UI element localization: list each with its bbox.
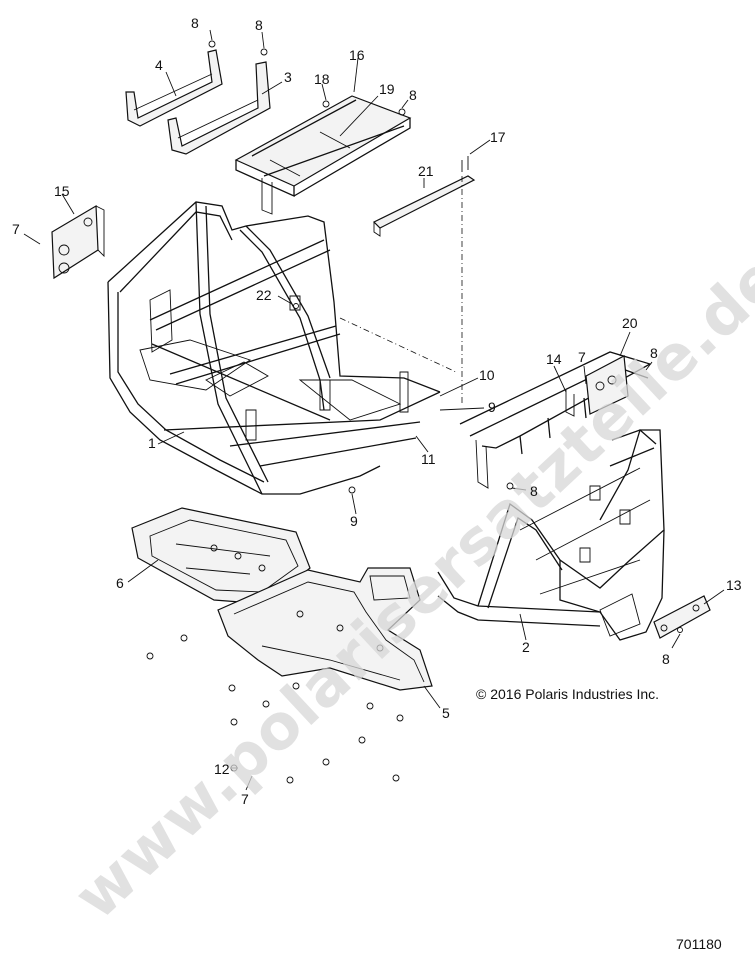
crossbar-21 bbox=[372, 156, 476, 237]
callout-4: 4 bbox=[155, 57, 163, 73]
callout-13: 13 bbox=[726, 577, 742, 593]
callout-16: 16 bbox=[349, 47, 365, 63]
bracket-15 bbox=[51, 204, 105, 280]
callout-21: 21 bbox=[418, 163, 434, 179]
rear-subframe-2 bbox=[437, 429, 665, 641]
callout-7: 7 bbox=[241, 791, 249, 807]
callout-7: 7 bbox=[12, 221, 20, 237]
callout-15: 15 bbox=[54, 183, 70, 199]
callout-5: 5 bbox=[442, 705, 450, 721]
reference-line bbox=[339, 317, 457, 373]
rear-frame-20 bbox=[459, 351, 652, 489]
skid-plate-5 bbox=[217, 567, 433, 691]
seat-bracket-3 bbox=[167, 48, 271, 155]
callout-3: 3 bbox=[284, 69, 292, 85]
callout-18: 18 bbox=[314, 71, 330, 87]
bracket-13 bbox=[653, 595, 711, 639]
callout-8: 8 bbox=[530, 483, 538, 499]
callout-20: 20 bbox=[622, 315, 638, 331]
callout-8: 8 bbox=[255, 17, 263, 33]
callout-8: 8 bbox=[650, 345, 658, 361]
seat-frame-16 bbox=[234, 95, 412, 215]
callout-8: 8 bbox=[191, 15, 199, 31]
callout-7: 7 bbox=[578, 349, 586, 365]
callout-6: 6 bbox=[116, 575, 124, 591]
callout-2: 2 bbox=[522, 639, 530, 655]
callout-8: 8 bbox=[662, 651, 670, 667]
callout-17: 17 bbox=[490, 129, 506, 145]
main-frame-1 bbox=[107, 201, 441, 495]
callout-9: 9 bbox=[488, 399, 496, 415]
callout-11: 11 bbox=[421, 451, 436, 467]
callout-22: 22 bbox=[256, 287, 272, 303]
callout-9: 9 bbox=[350, 513, 358, 529]
callout-12: 12 bbox=[214, 761, 230, 777]
callout-10: 10 bbox=[479, 367, 495, 383]
callout-1: 1 bbox=[148, 435, 156, 451]
document-number: 701180 bbox=[676, 936, 722, 952]
copyright-notice: © 2016 Polaris Industries Inc. bbox=[476, 686, 660, 702]
leader-lines bbox=[23, 29, 725, 791]
seat-bracket-4 bbox=[125, 40, 223, 127]
callout-19: 19 bbox=[379, 81, 395, 97]
callout-8: 8 bbox=[409, 87, 417, 103]
fasteners bbox=[146, 303, 683, 784]
callout-14: 14 bbox=[546, 351, 562, 367]
